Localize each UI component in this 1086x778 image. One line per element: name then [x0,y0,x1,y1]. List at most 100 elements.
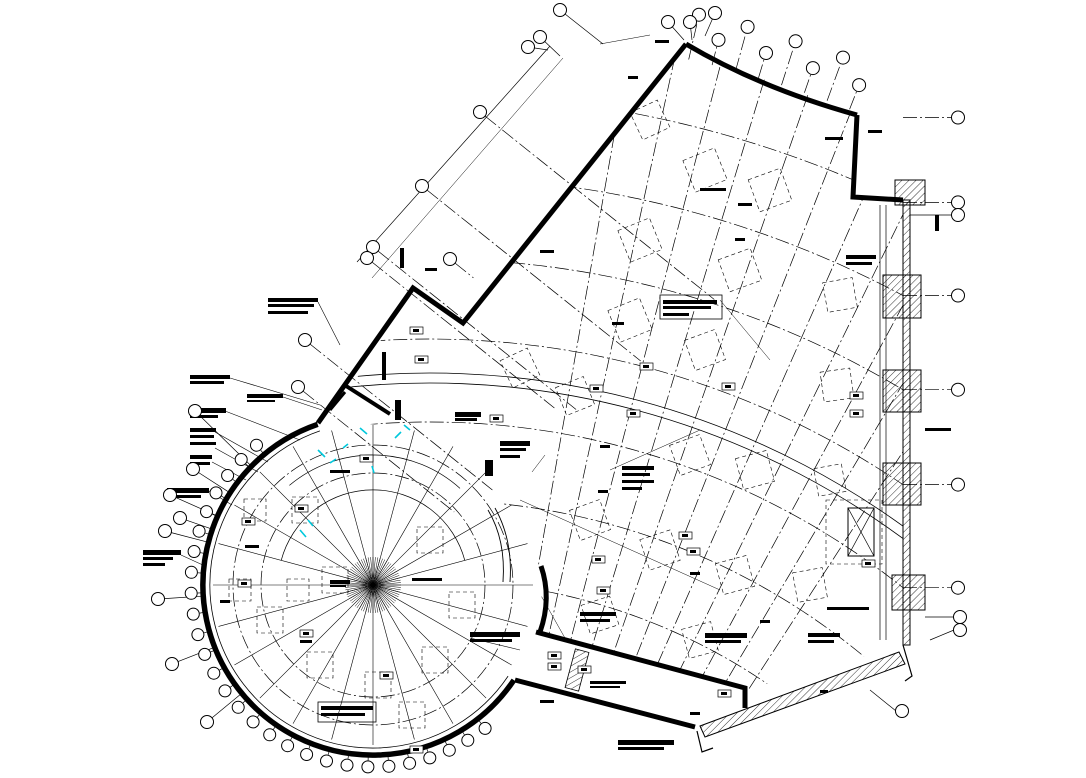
label-block [382,352,386,380]
fan-grid-radial [676,168,903,690]
label-block [500,441,530,446]
grid-line [711,46,718,66]
grid-bubble-icon [184,565,198,579]
center-star-line [372,584,399,598]
label-block [808,640,834,643]
annotation-blocks [143,40,951,754]
radial-grid-line [375,590,454,724]
accent-mark [359,427,368,435]
grid-bubble-icon [151,592,165,606]
label-block [580,619,610,622]
grid-bubble-icon [300,748,314,761]
dimension-line [599,34,651,45]
grid-bubble-icon [158,524,172,538]
center-star-line [345,584,374,588]
radial-grid-line [378,504,512,583]
leader-line [929,629,955,641]
label-block [825,137,843,140]
leader-line [229,377,321,406]
grid-line [688,20,698,60]
tag-marker-fill [418,358,424,361]
column-footing [717,247,763,293]
center-star-line [372,558,383,586]
grid-lines [164,9,955,761]
column-footing [569,499,611,541]
fan-grid-radial [540,56,676,672]
center-star-line [372,584,392,607]
grid-line [454,262,474,279]
column-footing [448,591,476,619]
grid-bubble-icon [533,30,547,44]
label-block [330,580,350,584]
center-star-line [367,584,374,613]
radial-grid-line [375,446,454,580]
label-block [808,633,840,637]
label-block [628,76,638,79]
label-block [470,632,520,637]
dimension-line [371,57,564,279]
hatched-column-icon [882,462,922,506]
label-block [245,545,259,548]
center-star-line [372,557,376,586]
grid-bubble-icon [250,438,263,452]
fan-grid-arc [330,579,816,690]
center-star-line [348,584,374,600]
grid-bubble-icon [521,40,535,54]
grid-bubble-icon [298,333,312,347]
label-block [425,268,437,271]
grid-bubble-icon [340,758,354,772]
label-block [330,585,346,587]
label-block [300,640,312,643]
wall-corner [696,730,714,753]
grid-line [309,343,493,491]
radial-grid-line [331,590,372,740]
column-footing [291,496,319,524]
label-block [220,600,230,603]
leader-line [171,532,207,543]
dimension-line [356,45,551,263]
tag-marker-fill [853,394,859,397]
tag-marker-fill [413,329,419,332]
grid-bubble-icon [361,760,375,774]
center-star-line [372,584,398,600]
radial-grid-line [378,587,512,666]
label-block [470,639,512,642]
label-block [412,578,442,581]
tag-marker-fill [595,558,601,561]
grid-bubble-icon [683,15,697,29]
fan-grid-radial [580,79,765,683]
tag-marker-fill [682,534,688,537]
grid-bubble-icon [192,524,206,538]
inner-wall-line [209,430,509,749]
grid-bubble-icon [263,728,277,742]
center-star-line [372,584,376,613]
inner-arc [289,454,461,489]
leader-line [317,301,341,346]
structural-wall [315,42,688,425]
grid-bubble-icon [200,505,213,519]
label-block [167,495,201,498]
grid-bubble-icon [788,34,803,49]
label-block [190,375,230,379]
grid-bubble-icon [953,610,967,624]
grid-bubble-icon [218,684,232,698]
label-block [590,686,620,688]
fan-grid-radial [600,93,809,690]
center-star-line [356,584,374,609]
label-block [590,681,626,684]
hatched-column-icon [891,574,926,611]
label-block [622,480,654,483]
grid-line [484,115,715,300]
grid-bubble-icon [234,453,248,466]
grid-line [849,90,858,110]
grid-bubble-icon [209,486,223,500]
center-star-line [372,575,400,586]
grid-bubble-icon [366,240,380,254]
grid-bubble-icon [951,208,965,222]
center-star-line [349,568,374,586]
center-star-line [358,560,374,586]
dashed-enclosure [825,499,883,565]
leader-line [609,429,701,471]
radial-grid-line [234,504,368,583]
